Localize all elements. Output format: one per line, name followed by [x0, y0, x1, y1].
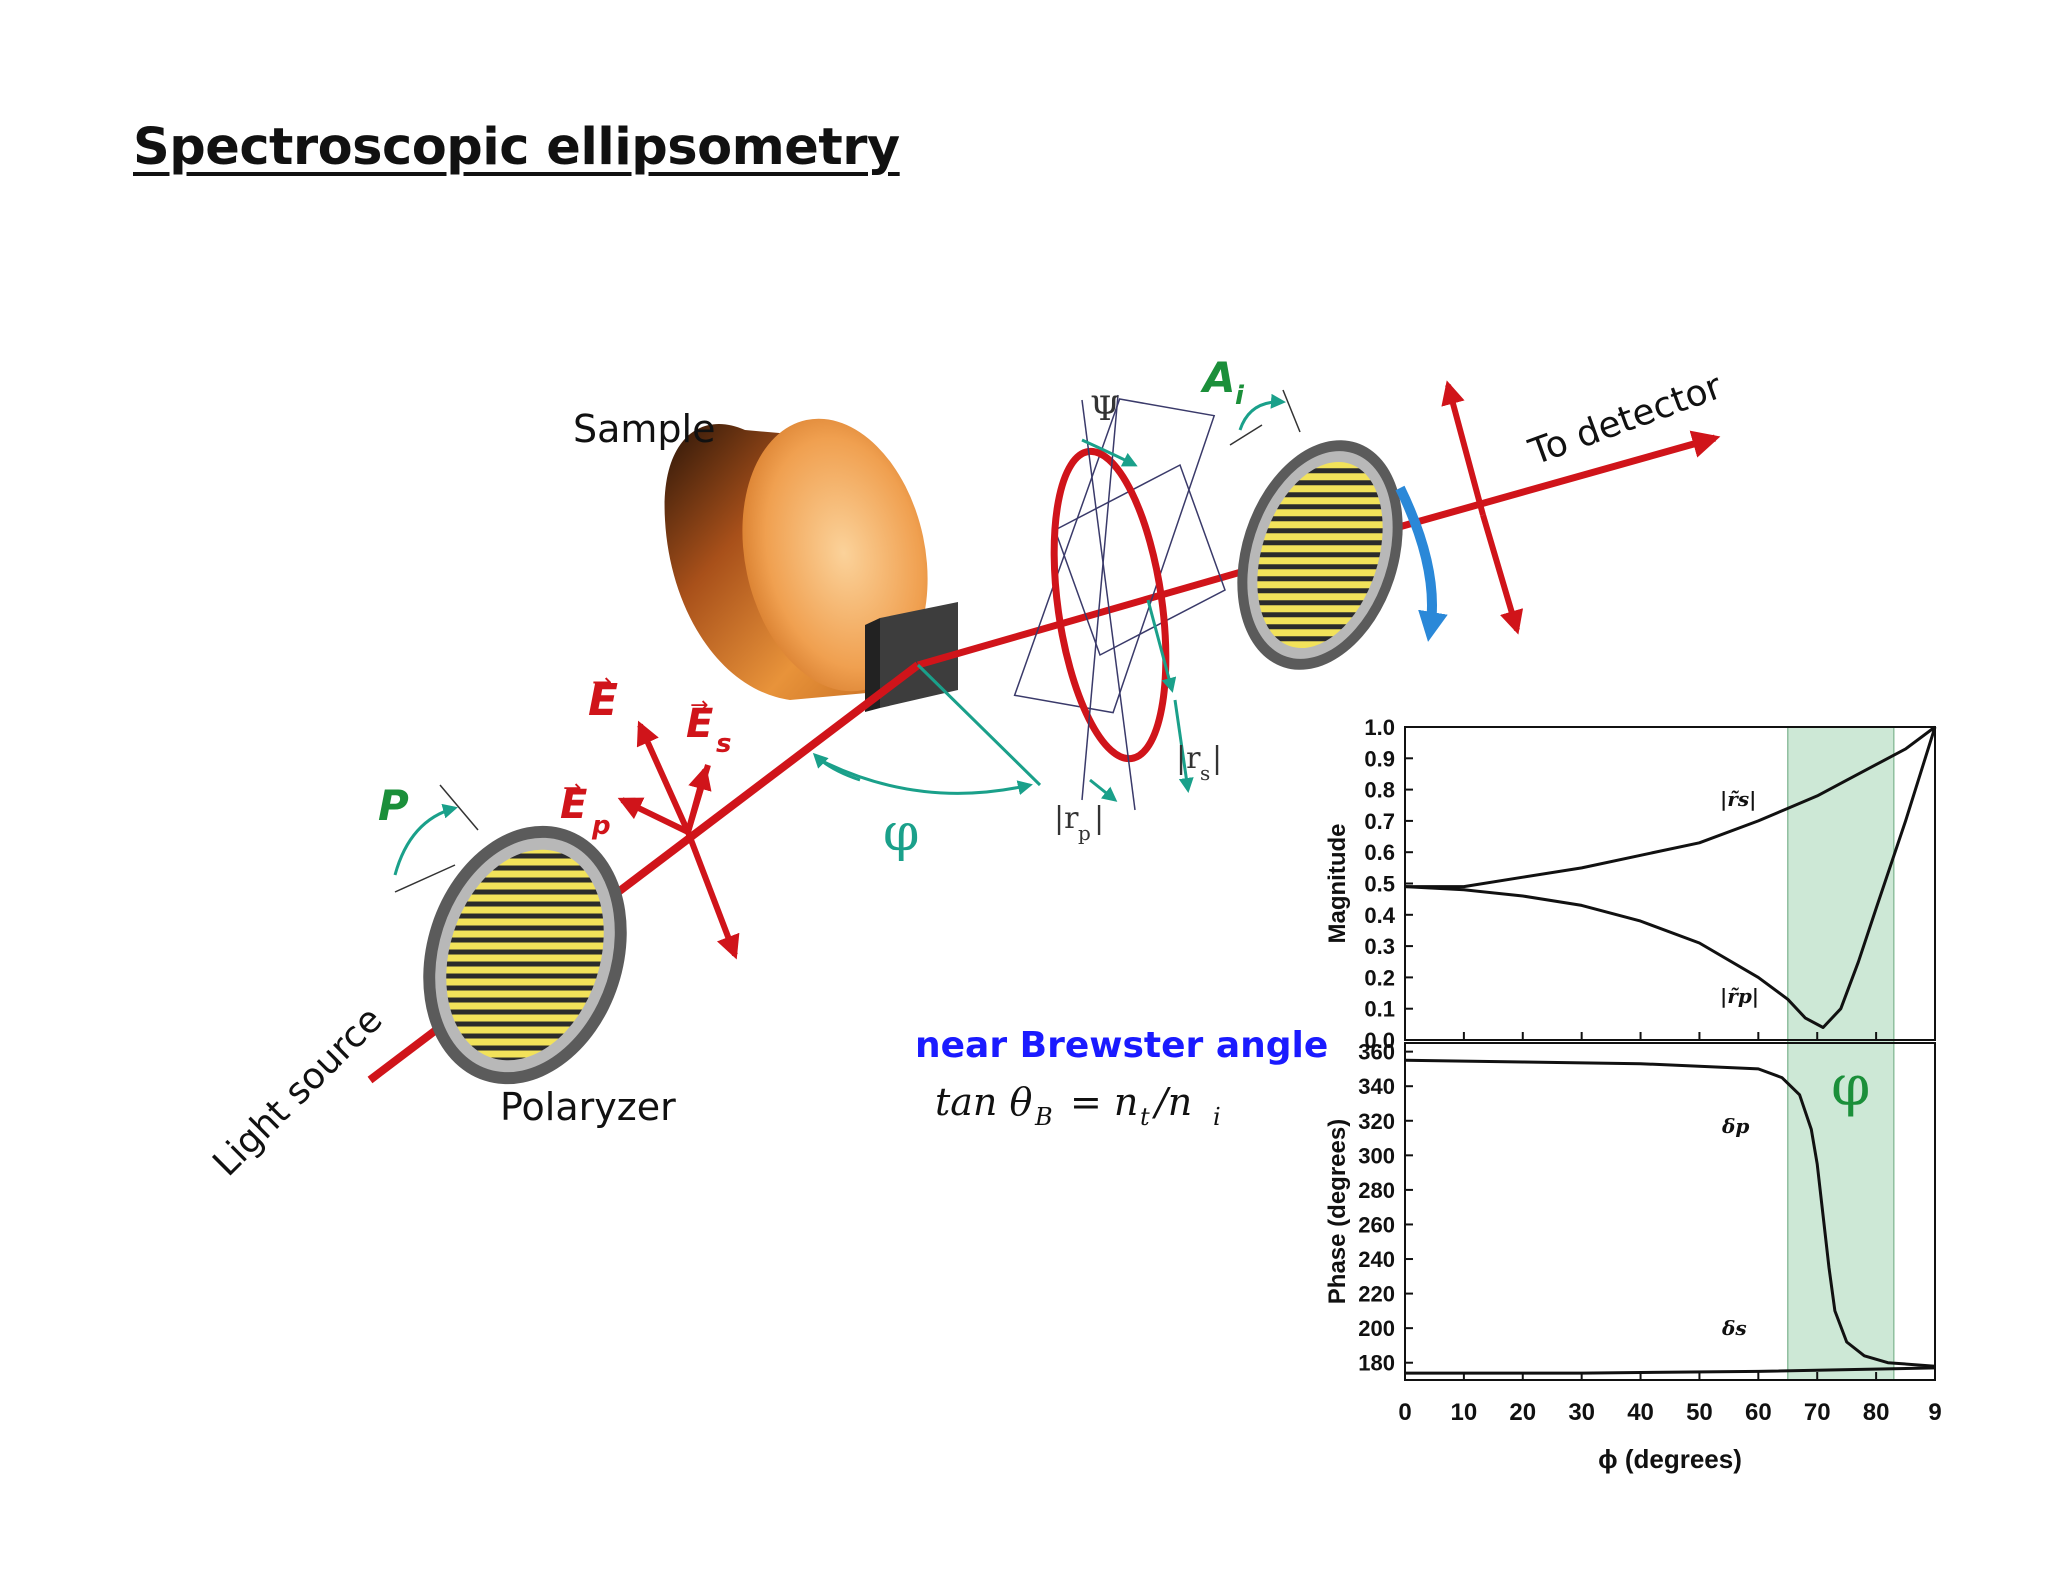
y-axis-label: Phase (degrees): [1324, 1119, 1351, 1304]
series-label-ds: δs: [1721, 1316, 1747, 1340]
brewster-eq-rhs: = n: [1070, 1080, 1138, 1124]
rs-sub: s: [1200, 761, 1210, 785]
brewster-eq-sub1: t: [1140, 1103, 1150, 1131]
y-tick-label: 300: [1358, 1143, 1395, 1168]
y-tick-label: 340: [1358, 1074, 1395, 1099]
brewster-equation: tan θ B = n t /n i: [935, 1080, 1221, 1131]
vector-arrow-icon: →: [592, 668, 612, 696]
series-line: [1404, 1058, 1936, 1368]
rs-label: |r: [1176, 741, 1201, 776]
y-tick-label: 0.8: [1364, 778, 1395, 803]
brewster-eq-lhs: tan θ: [935, 1080, 1032, 1124]
analyzer-disk: [1229, 389, 1403, 670]
brewster-eq-lhs-sub: B: [1034, 1103, 1053, 1131]
series-line: [1405, 1366, 1936, 1375]
highlight-band: [1787, 726, 1895, 1381]
field-es-text: E: [686, 701, 713, 747]
plot-frame-phase: [1404, 1042, 1936, 1381]
sample-label: Sample: [573, 407, 715, 451]
x-tick-label: 80: [1863, 1399, 1890, 1426]
rp-sub: p: [1078, 821, 1091, 845]
x-tick-label: 70: [1804, 1399, 1831, 1426]
rp-bar: |: [1094, 801, 1104, 836]
angle-phi-label: φ: [883, 803, 919, 863]
polarizer-disk: [393, 784, 627, 1085]
x-tick-label: 60: [1745, 1399, 1772, 1426]
highlight-phi-label: φ: [1831, 1054, 1870, 1119]
angle-a-label: A: [1200, 353, 1236, 402]
field-e-label: E E s E p → → →: [560, 668, 731, 841]
y-tick-label: 320: [1358, 1109, 1395, 1134]
vector-arrow-icon: →: [690, 693, 708, 718]
x-tick-label: 30: [1568, 1399, 1595, 1426]
series-label-rp: |r̃p|: [1720, 984, 1759, 1008]
rs-bar: |: [1212, 741, 1222, 776]
y-tick-label: 0.7: [1364, 809, 1395, 834]
x-tick-label: 20: [1509, 1399, 1536, 1426]
series-label-dp: δp: [1721, 1114, 1749, 1138]
y-tick-label: 0.2: [1364, 965, 1395, 990]
y-axis-label: Magnitude: [1324, 824, 1351, 944]
y-tick-label: 0.3: [1364, 934, 1395, 959]
series-label-rs: |r̃s|: [1720, 787, 1756, 811]
polarization-ellipse: [1013, 394, 1226, 811]
brewster-eq-sub2: i: [1213, 1103, 1221, 1131]
y-tick-label: 200: [1358, 1316, 1395, 1341]
y-tick-label: 180: [1358, 1351, 1395, 1376]
y-tick-label: 0.5: [1364, 872, 1395, 897]
y-tick-label: 360: [1358, 1040, 1395, 1065]
brewster-heading: near Brewster angle: [915, 1025, 1328, 1066]
x-tick-label: 0: [1398, 1399, 1411, 1426]
psi-label: Ψ: [1090, 389, 1120, 429]
y-tick-label: 240: [1358, 1247, 1395, 1272]
angle-p-label: P: [378, 781, 409, 830]
field-ep-sub: p: [591, 811, 611, 841]
series-line: [1404, 726, 1937, 1029]
field-ep-text: E: [560, 782, 587, 828]
vector-arrow-icon: →: [563, 776, 581, 801]
y-tick-label: 0.6: [1364, 840, 1395, 865]
y-tick-label: 260: [1358, 1212, 1395, 1237]
series-line: [1405, 725, 1936, 889]
x-tick-label: 40: [1627, 1399, 1654, 1426]
y-tick-label: 1.0: [1364, 715, 1395, 740]
fresnel-chart: 1.0 0.9 0.8 0.7 0.6 0.5 0.4 0.3 0.2 0.1 0.0 Magnitu…: [1324, 715, 1942, 1474]
field-vectors-transmitted: [1441, 380, 1524, 635]
x-axis-label: ϕ (degrees): [1598, 1444, 1742, 1474]
incidence-angle-arc: [812, 663, 1042, 795]
y-tick-label: 0.9: [1364, 746, 1395, 771]
y-tick-label: 220: [1358, 1282, 1395, 1307]
brewster-eq-slash: /n: [1151, 1080, 1192, 1124]
x-tick-label: 10: [1451, 1399, 1478, 1426]
light-source-label: Light source: [205, 999, 390, 1184]
y-tick-label: 280: [1358, 1178, 1395, 1203]
angle-a-sub: i: [1235, 381, 1245, 411]
rp-label: |r: [1054, 801, 1079, 836]
slide-title: Spectroscopic ellipsometry: [133, 118, 900, 177]
x-tick-label: 9: [1928, 1399, 1941, 1426]
to-detector-label: To detector: [1523, 366, 1727, 474]
field-vectors-incident: [617, 720, 740, 960]
y-tick-label: 0.0: [1364, 1028, 1395, 1053]
field-es-sub: s: [716, 729, 731, 759]
x-tick-label: 50: [1686, 1399, 1713, 1426]
field-e-text: E: [588, 675, 618, 726]
polarizer-label: Polaryzer: [500, 1085, 676, 1129]
y-tick-label: 0.4: [1364, 903, 1395, 928]
rotation-arrow-icon: [1395, 485, 1448, 642]
y-tick-label: 0.1: [1364, 997, 1395, 1022]
